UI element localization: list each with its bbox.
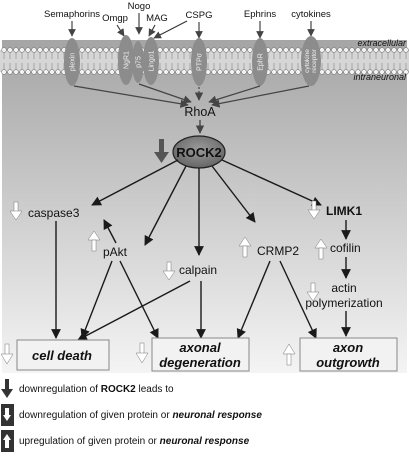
legend-dark-down-arrow <box>1 379 13 398</box>
rhoa-node: RhoA <box>184 105 216 119</box>
ligand-nogo: Nogo <box>128 1 151 12</box>
pakt-up-arrow <box>87 230 101 252</box>
cofilin-up-arrow <box>314 238 328 260</box>
svg-text:EphR: EphR <box>258 53 265 71</box>
limk1-down-arrow <box>307 200 321 220</box>
svg-text:outgrowth: outgrowth <box>316 355 380 370</box>
calpain-down-arrow <box>162 261 176 281</box>
svg-text:axonal: axonal <box>179 340 221 355</box>
legend: downregulation of ROCK2 leads to downreg… <box>1 379 262 452</box>
ligand-cytokines: cytokines <box>291 9 331 20</box>
degeneration-down-arrow <box>135 342 149 364</box>
extracellular-label: extracellular <box>357 38 407 48</box>
ligand-mag: MAG <box>146 13 168 24</box>
intraneuronal-label: intraneuronal <box>353 72 407 82</box>
svg-text:PTPσ: PTPσ <box>197 52 204 71</box>
actin-node: actin <box>331 281 356 295</box>
legend-down-icon <box>1 404 14 426</box>
rock2-branch-arrows <box>91 159 322 256</box>
svg-text:NgR1: NgR1 <box>124 51 131 69</box>
svg-text:cell death: cell death <box>32 348 92 363</box>
svg-text:p75: p75 <box>136 56 143 68</box>
crmp2-node: CRMP2 <box>257 244 299 258</box>
svg-text:degeneration: degeneration <box>159 355 241 370</box>
receptor-cytokine: cytokine receptor <box>301 36 321 86</box>
ligand-omgp: Omgp <box>102 13 128 24</box>
svg-text:plexin: plexin <box>70 53 77 71</box>
rock2-down-arrow <box>154 139 169 163</box>
crmp2-up-arrow <box>238 236 252 258</box>
outcome-cell-death: cell death <box>16 339 110 371</box>
legend-item-upregulation: upregulation of given protein or neurona… <box>19 436 250 447</box>
pakt-node: pAkt <box>103 245 128 259</box>
outcome-axon-outgrowth: axon outgrowth <box>299 337 398 372</box>
legend-item-rock2: downregulation of ROCK2 leads to <box>19 384 174 395</box>
ligand-ephrins: Ephrins <box>244 9 276 20</box>
caspase3-node: caspase3 <box>28 206 80 220</box>
receptor-plexin: plexin <box>64 38 80 86</box>
svg-text:receptor: receptor <box>311 48 318 73</box>
caspase3-down-arrow <box>9 201 23 221</box>
receptor-lingo1: Lingo1 <box>143 37 159 85</box>
regulation-indicators <box>9 200 328 302</box>
receptor-p75: p75 <box>132 41 144 83</box>
outcome-axonal-degeneration: axonal degeneration <box>151 337 250 372</box>
ligand-semaphorins: Semaphorins <box>44 9 100 20</box>
receptor-to-rhoa-arrows <box>73 83 310 108</box>
outgrowth-up-arrow <box>282 343 296 366</box>
receptor-ephr: EphR <box>252 38 268 86</box>
actin-down-arrow <box>306 282 320 302</box>
rock2-label: ROCK2 <box>176 145 222 160</box>
svg-text:cytokine: cytokine <box>304 49 311 73</box>
cell-death-down-arrow <box>0 343 14 365</box>
outcome-indicators <box>0 342 296 366</box>
calpain-node: calpain <box>179 263 217 277</box>
legend-up-icon <box>1 430 14 452</box>
actin-node-line2: polymerization <box>305 296 382 310</box>
svg-text:Lingo1: Lingo1 <box>149 50 156 71</box>
downstream-arrows <box>51 219 351 341</box>
cofilin-node: cofilin <box>330 241 361 255</box>
svg-text:axon: axon <box>333 340 363 355</box>
receptor-ptp-sigma: PTPσ <box>191 38 207 86</box>
ligand-cspg: CSPG <box>186 10 213 21</box>
legend-item-downregulation: downregulation of given protein or neuro… <box>19 410 262 421</box>
pathway-panel <box>2 40 407 373</box>
receptor-ngr1: NgR1 <box>118 35 134 85</box>
ligand-arrows <box>68 13 315 39</box>
limk1-node: LIMK1 <box>326 204 362 218</box>
